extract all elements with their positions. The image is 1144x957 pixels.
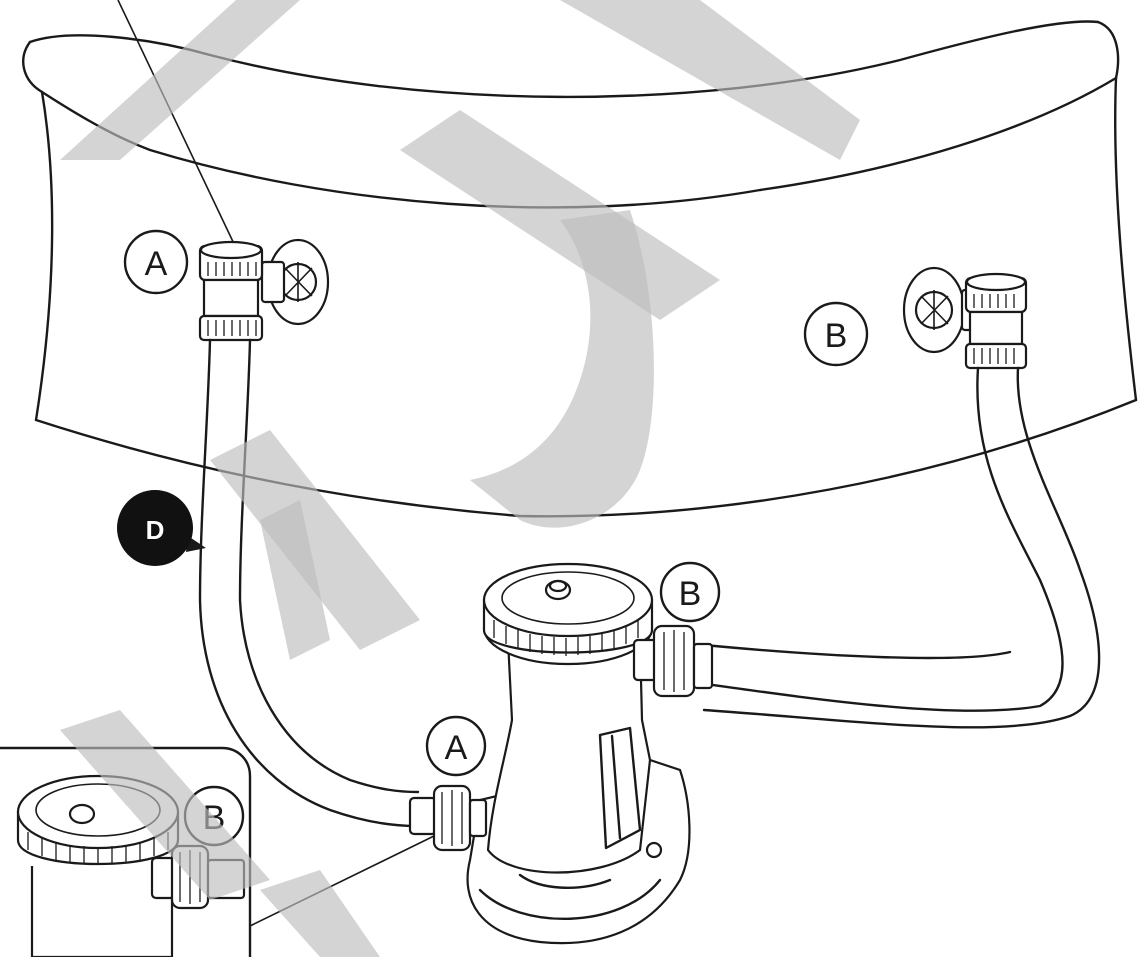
leader-line-top bbox=[117, 0, 237, 249]
marker-a-pool: A bbox=[123, 229, 189, 295]
pump-housing bbox=[486, 638, 652, 874]
pool-rim-back-edge bbox=[28, 20, 1100, 99]
filter-pump bbox=[408, 562, 714, 945]
pool-wall-left-side bbox=[34, 90, 54, 422]
pool-rim-right-end bbox=[1096, 20, 1120, 80]
marker-b-pool-label: B bbox=[825, 317, 848, 355]
air-release-valve-icon bbox=[68, 803, 96, 825]
pool-wall-right-side bbox=[1114, 76, 1138, 402]
marker-b-pool: B bbox=[803, 301, 869, 367]
marker-a-pump-label: A bbox=[445, 729, 468, 767]
pool-fitting-b bbox=[902, 266, 1028, 370]
pool-rim-left-end bbox=[22, 40, 44, 94]
watermark bbox=[60, 0, 860, 957]
marker-a-pump: A bbox=[425, 715, 487, 777]
callout-d: D bbox=[117, 490, 206, 566]
marker-b-pump-label: B bbox=[679, 575, 702, 613]
hose-b bbox=[702, 366, 1101, 729]
inset-frame bbox=[0, 746, 252, 957]
marker-a-pool-label: A bbox=[145, 245, 168, 283]
pump-outlet-fitting-b bbox=[632, 624, 714, 698]
pool-fitting-a bbox=[198, 238, 330, 342]
pump-inlet-fitting-a bbox=[408, 784, 488, 852]
callout-d-label: D bbox=[146, 515, 165, 545]
marker-b-pump: B bbox=[659, 561, 721, 623]
